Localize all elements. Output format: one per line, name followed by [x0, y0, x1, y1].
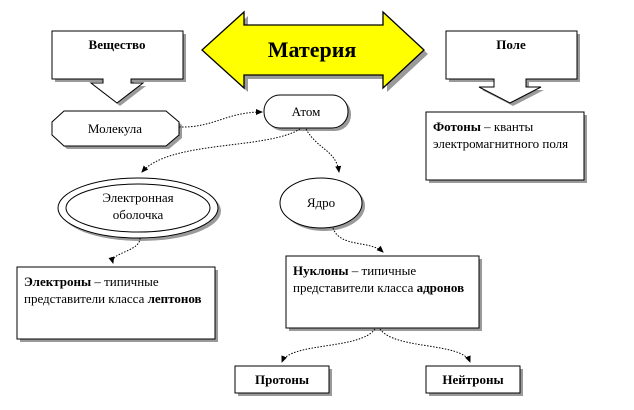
shell-to-electrons-connector	[108, 237, 141, 264]
photons-description: Фотоны – кванты электромагнитного поля	[433, 118, 581, 152]
nucleus-node: Ядро	[279, 177, 365, 231]
electrons-term: Электроны	[24, 274, 92, 289]
molecule-to-atom-connector	[178, 109, 263, 128]
atom-label: Атом	[292, 104, 321, 119]
nucleons-to-protons-connector	[281, 328, 376, 363]
nucleus-label: Ядро	[307, 195, 335, 210]
atom-to-shell-connector	[141, 128, 301, 173]
substance-label: Вещество	[89, 37, 146, 52]
field-label: Поле	[496, 37, 526, 52]
electrons-box	[16, 266, 218, 342]
protons-label: Протоны	[255, 372, 309, 387]
electron-shell-node: Электронная оболочка	[57, 177, 221, 241]
photons-rest: – кванты электромагнитного поля	[433, 119, 569, 151]
neutrons-box: Нейтроны	[425, 365, 523, 396]
electron-shell-label-line1: Электронная	[102, 190, 173, 205]
nucleons-tail: адронов	[416, 280, 465, 295]
electrons-tail: лептонов	[147, 291, 202, 306]
matter-double-arrow: Материя	[201, 10, 428, 92]
field-callout: Поле	[445, 30, 580, 106]
nucleons-rest: – типичные представители класса	[293, 263, 417, 295]
atom-node: Атом	[263, 94, 351, 131]
nucleons-term: Нуклоны	[293, 263, 349, 278]
nucleus-to-nucleons-connector	[332, 227, 384, 253]
electrons-rest: – типичные представители класса	[24, 274, 159, 306]
electron-shell-label-line2: оболочка	[113, 207, 164, 222]
matter-title: Материя	[268, 37, 357, 62]
connectors	[108, 109, 471, 363]
molecule-node: Молекула	[51, 110, 182, 149]
substance-callout: Вещество	[51, 30, 186, 106]
photons-box	[425, 111, 587, 183]
nucleons-to-neutrons-connector	[379, 328, 471, 363]
photons-term: Фотоны	[433, 119, 481, 134]
protons-box: Протоны	[234, 365, 332, 396]
neutrons-label: Нейтроны	[442, 372, 503, 387]
nucleons-box	[285, 255, 482, 331]
molecule-label: Молекула	[88, 121, 142, 136]
electrons-description: Электроны – типичные представители класс…	[24, 273, 210, 307]
nucleons-description: Нуклоны – типичные представители класса …	[293, 262, 473, 296]
atom-to-nucleus-connector	[305, 128, 342, 173]
